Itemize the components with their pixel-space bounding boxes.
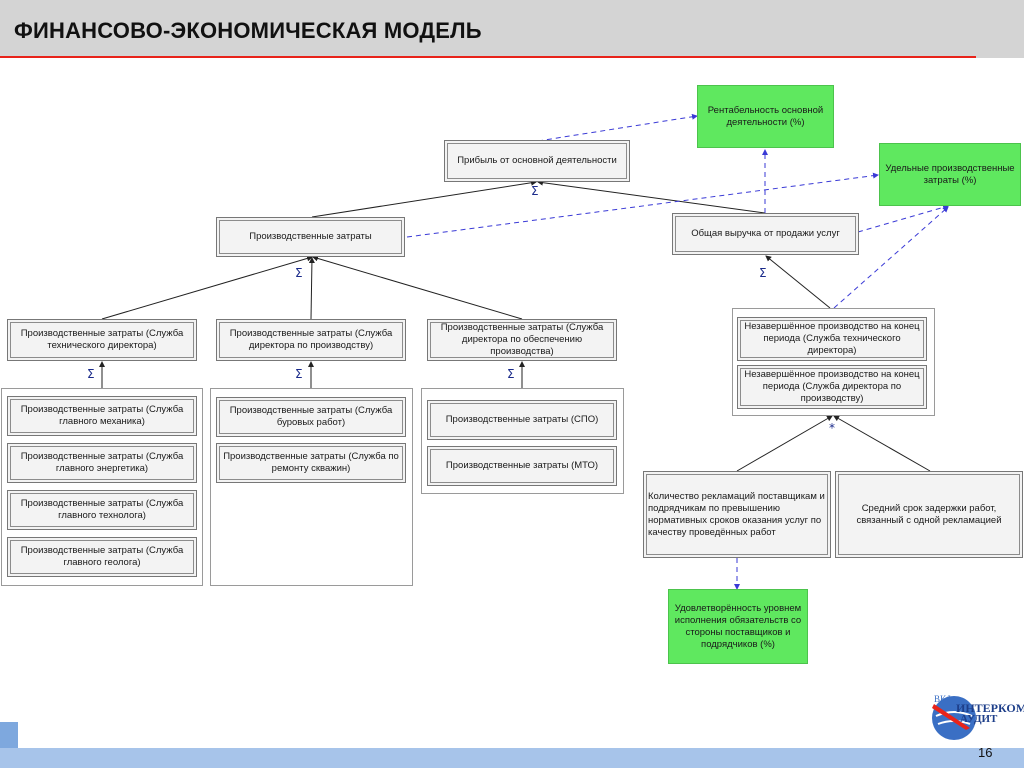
node-pz-geol[interactable]: Производственные затраты (Служба главног…	[7, 537, 197, 577]
kpi-udelnye-zatraty[interactable]: Удельные производственные затраты (%)	[879, 143, 1021, 206]
node-proizv-zatraty[interactable]: Производственные затраты	[216, 217, 405, 257]
company-logo: ВКФ ИНТЕРКОМ АУДИТ	[930, 690, 1024, 744]
kpi-udovletvorennost[interactable]: Удовлетворённость уровнем исполнения обя…	[668, 589, 808, 664]
node-pz-dir-obesp[interactable]: Производственные затраты (Служба директо…	[427, 319, 617, 361]
node-nzp-tech[interactable]: Незавершённое производство на конец пери…	[737, 317, 927, 361]
footer-bar	[0, 748, 1024, 768]
node-pz-dir-proizv[interactable]: Производственные затраты (Служба директо…	[216, 319, 406, 361]
node-pribyl[interactable]: Прибыль от основной деятельности	[444, 140, 630, 182]
node-pz-spo[interactable]: Производственные затраты (СПО)	[427, 400, 617, 440]
header-bar	[0, 0, 1024, 58]
node-pz-tech-dir[interactable]: Производственные затраты (Служба техниче…	[7, 319, 197, 361]
logo-globe-icon: ВКФ ИНТЕРКОМ АУДИТ	[932, 694, 1024, 740]
sigma-dir-obesp: Σ	[507, 367, 515, 381]
page-number: 16	[978, 745, 993, 760]
node-pz-burovye[interactable]: Производственные затраты (Служба буровых…	[216, 397, 406, 437]
node-srok[interactable]: Средний срок задержки работ, связанный с…	[835, 471, 1023, 558]
node-pz-energ[interactable]: Производственные затраты (Служба главног…	[7, 443, 197, 483]
star-nzp: *	[829, 421, 835, 435]
sigma-tech-dir: Σ	[87, 367, 95, 381]
node-reklamacii[interactable]: Количество рекламаций поставщикам и подр…	[643, 471, 831, 558]
logo-text-top: ВКФ	[934, 694, 953, 704]
title-divider	[0, 56, 976, 58]
node-pz-techn[interactable]: Производственные затраты (Служба главног…	[7, 490, 197, 530]
page-title: ФИНАНСОВО-ЭКОНОМИЧЕСКАЯ МОДЕЛЬ	[14, 18, 482, 43]
node-pz-mto[interactable]: Производственные затраты (МТО)	[427, 446, 617, 486]
logo-text-main: ИНТЕРКОМ	[956, 701, 1024, 715]
sigma-pribyl: Σ	[531, 184, 539, 198]
node-pz-remont[interactable]: Производственные затраты (Служба по ремо…	[216, 443, 406, 483]
node-nzp-proizv[interactable]: Незавершённое производство на конец пери…	[737, 365, 927, 409]
logo-text-sub: АУДИТ	[960, 713, 998, 725]
node-vyruchka[interactable]: Общая выручка от продажи услуг	[672, 213, 859, 255]
sigma-proizv-zatraty: Σ	[295, 266, 303, 280]
footer-accent	[0, 722, 18, 752]
sigma-dir-proizv: Σ	[295, 367, 303, 381]
kpi-rentabelnost[interactable]: Рентабельность основной деятельности (%)	[697, 85, 834, 148]
sigma-vyruchka: Σ	[759, 266, 767, 280]
node-pz-mech[interactable]: Производственные затраты (Служба главног…	[7, 396, 197, 436]
